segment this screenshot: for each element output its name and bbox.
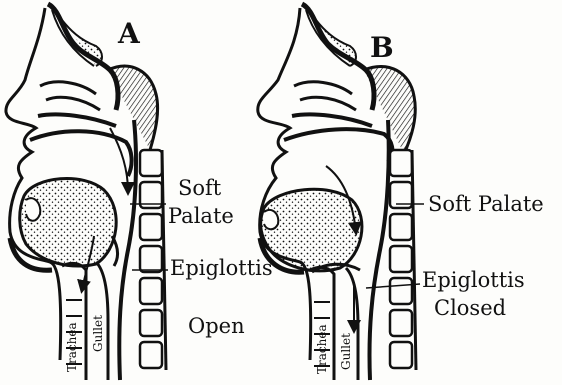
trachea-label-a: Trachea (66, 322, 78, 372)
head-section-b (258, 4, 424, 380)
epiglottis-label-b-line2: Closed (434, 298, 506, 319)
head-section-a (6, 4, 168, 380)
epiglottis-label-a-line2: Open (188, 316, 245, 337)
epiglottis-label-b-line1: Epiglottis (422, 270, 525, 291)
soft-palate-label-a-line1: Soft (178, 178, 221, 199)
soft-palate-label-a-line2: Palate (168, 206, 234, 227)
soft-palate-label-b: Soft Palate (428, 194, 544, 215)
panel-b-label: B (370, 34, 394, 62)
gullet-label-a: Gullet (92, 315, 104, 352)
epiglottis-label-a-line1: Epiglottis (170, 258, 273, 279)
panel-a-label: A (118, 20, 140, 48)
gullet-label-b: Gullet (340, 333, 352, 370)
trachea-label-b: Trachea (316, 324, 328, 374)
